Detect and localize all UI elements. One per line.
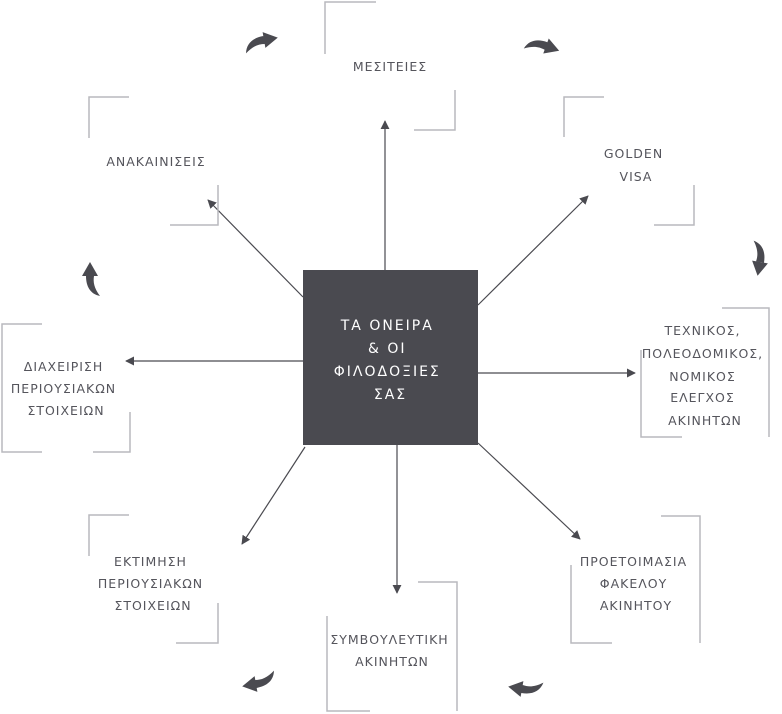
arrow-to-golden-visa <box>477 195 589 306</box>
center-line: ΦΙΛΟΔΟΞΙΕΣ <box>334 364 441 380</box>
arrow-to-anakainiseis <box>207 199 304 298</box>
node-anakainiseis: ΑΝΑΚΑΙΝΙΣΕΙΣ <box>106 154 205 169</box>
center-node: ΤΑ ΟΝΕΙΡΑ & ΟΙ ΦΙΛΟΔΟΞΙΕΣ ΣΑΣ <box>303 270 478 445</box>
curved-arrow-icon <box>523 38 560 54</box>
frame-symvouleutiki <box>326 581 458 712</box>
node-golden-visa: GOLDEN VISA <box>604 146 668 184</box>
cycle-arrows <box>82 32 768 697</box>
node-technikos: ΤΕΧΝΙΚΟΣ, ΠΟΛΕΟΔΟΜΙΚΟΣ, ΝΟΜΙΚΟΣ ΕΛΕΓΧΟΣ … <box>642 323 768 428</box>
node-labels: ΜΕΣΙΤΕΙΕΣ GOLDEN VISA ΤΕΧΝΙΚΟΣ, ΠΟΛΕΟΔΟΜ… <box>11 59 768 669</box>
center-line: & ΟΙ <box>368 341 407 357</box>
frame-proetoimasia <box>570 515 701 644</box>
frame-technikos <box>640 307 770 438</box>
arrow-to-ektimisi <box>241 446 306 545</box>
node-proetoimasia: ΠΡΟΕΤΟΙΜΑΣΙΑ ΦΑΚΕΛΟΥ ΑΚΙΝΗΤΟΥ <box>580 554 692 613</box>
node-mesiteies: ΜΕΣΙΤΕΙΕΣ <box>353 59 427 74</box>
arrow-to-proetoimasia <box>477 442 581 540</box>
center-line: ΣΑΣ <box>374 387 407 403</box>
connectors <box>125 120 636 594</box>
curved-arrow-icon <box>242 670 274 692</box>
frame-golden-visa <box>563 96 695 226</box>
node-symvouleutiki: ΣΥΜΒΟΥΛΕΥΤΙΚΗ ΑΚΙΝΗΤΩΝ <box>330 632 453 669</box>
node-frames <box>1 1 770 712</box>
node-ektimisi: ΕΚΤΙΜΗΣΗ ΠΕΡΙΟΥΣΙΑΚΩΝ ΣΤΟΙΧΕΙΩΝ <box>98 554 208 613</box>
center-line: ΤΑ ΟΝΕΙΡΑ <box>340 318 434 334</box>
center-label: ΤΑ ΟΝΕΙΡΑ & ΟΙ ΦΙΛΟΔΟΞΙΕΣ ΣΑΣ <box>334 318 447 403</box>
center-box <box>303 270 478 445</box>
curved-arrow-icon <box>246 32 278 54</box>
frame-mesiteies <box>324 1 456 131</box>
curved-arrow-icon <box>508 681 544 697</box>
frame-anakainiseis <box>88 96 219 226</box>
frame-diaxeirisi <box>1 323 131 453</box>
node-diaxeirisi: ΔΙΑΧΕΙΡΙΣΗ ΠΕΡΙΟΥΣΙΑΚΩΝ ΣΤΟΙΧΕΙΩΝ <box>11 359 121 418</box>
frame-ektimisi <box>88 514 219 644</box>
curved-arrow-icon <box>82 262 100 296</box>
curved-arrow-icon <box>752 240 768 276</box>
